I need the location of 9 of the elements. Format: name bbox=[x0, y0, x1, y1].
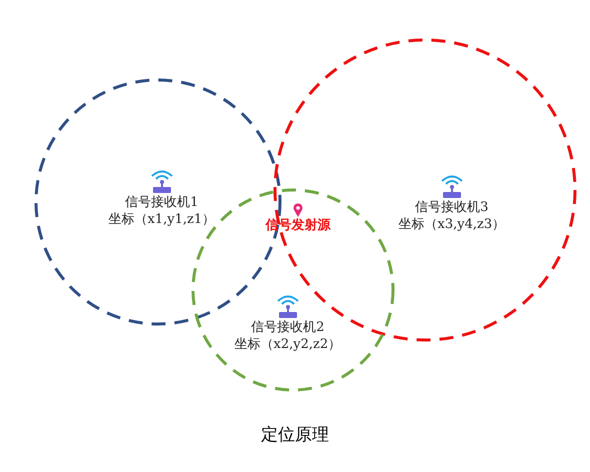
source-label: 信号发射源 bbox=[266, 217, 330, 234]
coordinate-label: 坐标（x2,y2,z2） bbox=[234, 336, 342, 353]
receiver-label: 信号接收机3 bbox=[415, 199, 488, 216]
receiver-label: 信号接收机2 bbox=[251, 319, 324, 336]
transmitter-node bbox=[266, 203, 330, 234]
coordinate-label: 坐标（x3,y4,z3） bbox=[398, 216, 506, 233]
coordinate-label: 坐标（x1,y1,z1） bbox=[108, 211, 216, 228]
receiver-label: 信号接收机1 bbox=[125, 194, 198, 211]
diagram-title: 定位原理 bbox=[260, 424, 330, 446]
